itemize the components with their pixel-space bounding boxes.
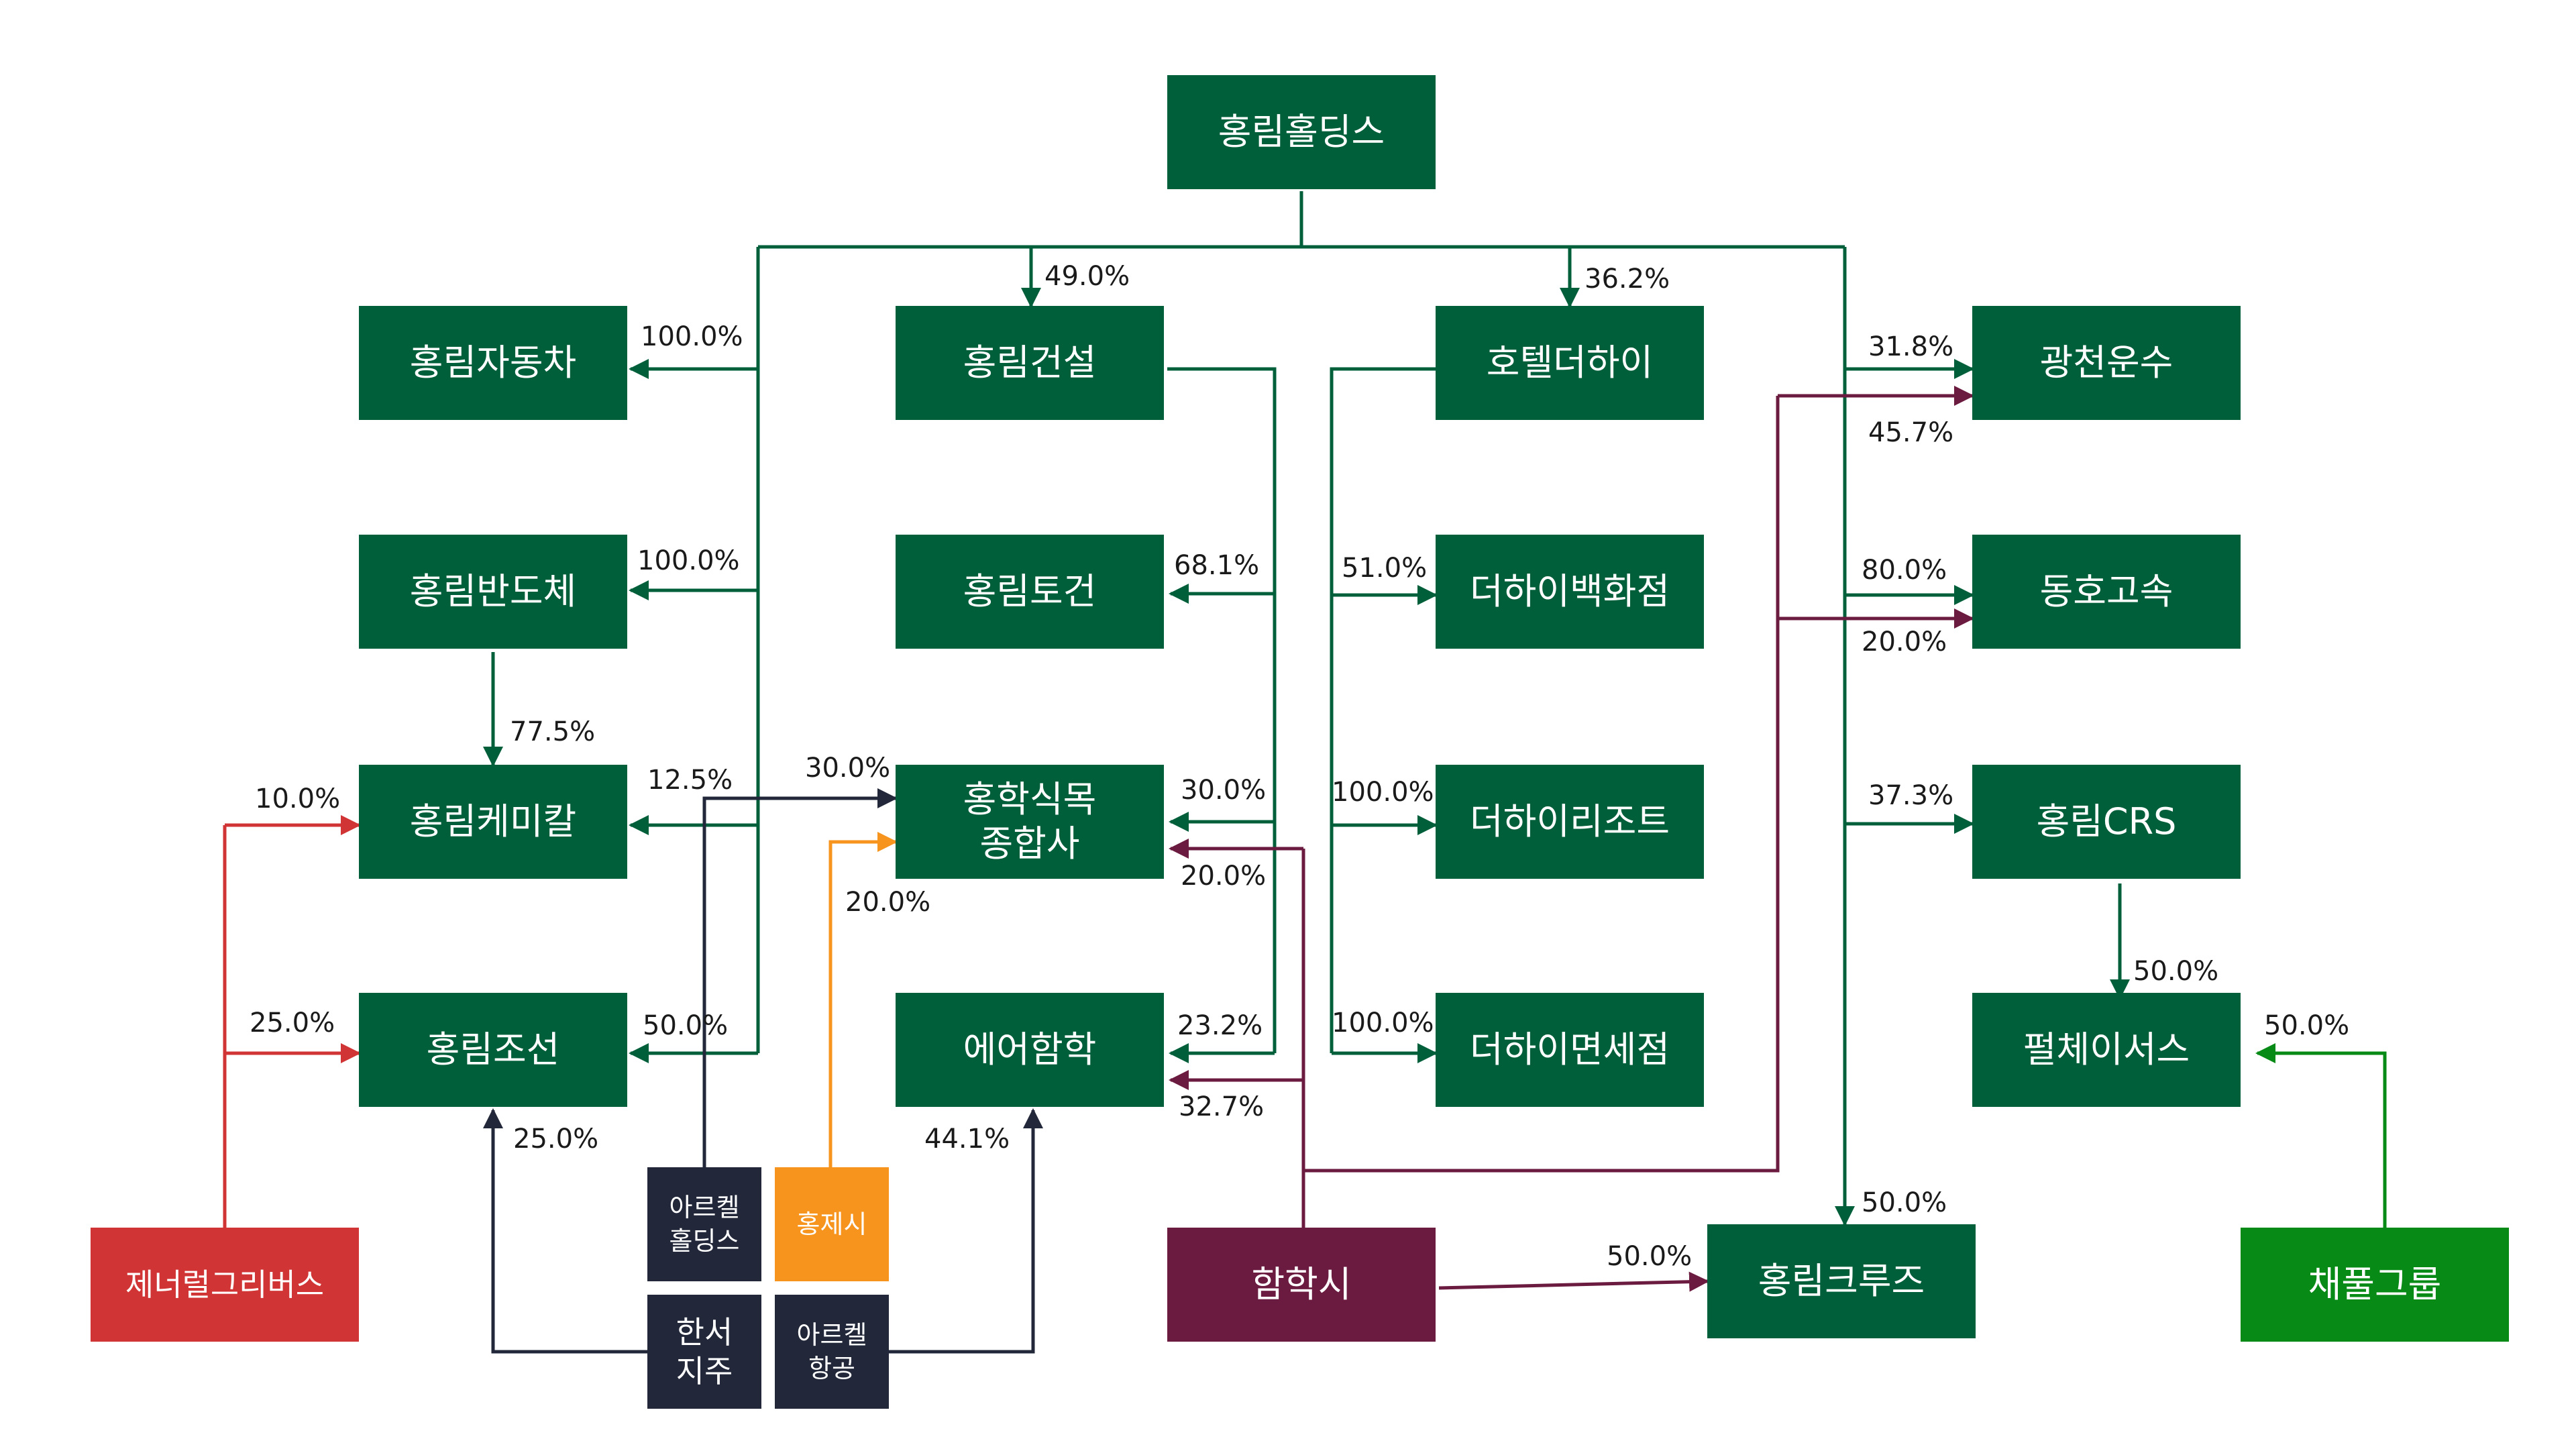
node-gwangcheon[interactable]: 광천운수 <box>1972 306 2241 420</box>
node-hamhak[interactable]: 함학시 <box>1167 1228 1436 1342</box>
node-dutyfree[interactable]: 더하이면세점 <box>1436 993 1704 1107</box>
construct-trunk-line <box>1167 367 1277 1053</box>
edge-arkelair-air <box>885 1108 1043 1354</box>
node-pulche[interactable]: 펄체이서스 <box>1972 993 2241 1107</box>
edge-hamhak-cruise <box>1438 1271 1709 1292</box>
stake-cruise-hamhak: 50.0% <box>1607 1241 1693 1272</box>
edge-hanseo-ship <box>483 1108 647 1354</box>
node-ship[interactable]: 홍림조선 <box>359 993 627 1107</box>
stake-food-from-arkel: 30.0% <box>805 753 891 784</box>
stake-chem-from-semi: 77.5% <box>510 716 596 747</box>
edge-arkelholdings-food <box>702 788 898 1167</box>
node-construct[interactable]: 홍림건설 <box>896 306 1164 420</box>
node-hongje[interactable]: 홍제시 <box>775 1167 889 1281</box>
node-resort[interactable]: 더하이리조트 <box>1436 765 1704 879</box>
hotel-trunk-line <box>1330 367 1439 1053</box>
stake-air-from-arkelair: 44.1% <box>924 1124 1010 1155</box>
stake-gwangcheon-holdings: 31.8% <box>1868 331 1954 362</box>
node-dongho[interactable]: 동호고속 <box>1972 535 2241 649</box>
stake-dutyfree: 100.0% <box>1332 1008 1434 1038</box>
node-foodtrade[interactable]: 홍학식목 종합사 <box>896 765 1164 879</box>
stake-ship-from-hanseo: 25.0% <box>513 1124 599 1155</box>
node-cruise[interactable]: 홍림크루즈 <box>1707 1224 1976 1338</box>
edge-chaepul-pulche <box>2255 1043 2387 1228</box>
stake-construct: 49.0% <box>1044 261 1130 292</box>
stake-pulche-chaepul: 50.0% <box>2264 1010 2350 1041</box>
node-hotel[interactable]: 호텔더하이 <box>1436 306 1704 420</box>
stake-cruise-holdings: 50.0% <box>1862 1187 1947 1218</box>
stake-dept: 51.0% <box>1342 553 1428 584</box>
stake-crs: 37.3% <box>1868 780 1954 811</box>
node-hanseo[interactable]: 한서 지주 <box>647 1295 761 1409</box>
stake-semi: 100.0% <box>637 545 740 576</box>
stake-gwangcheon-hamhak: 45.7% <box>1868 417 1954 448</box>
stake-air-from-hamhak: 32.7% <box>1179 1091 1265 1122</box>
stake-ship-from-general: 25.0% <box>250 1008 335 1038</box>
stake-food-from-hongje: 20.0% <box>845 887 931 918</box>
hamhak-east-line <box>1303 396 1780 1173</box>
node-crs[interactable]: 홍림CRS <box>1972 765 2241 879</box>
stake-resort: 100.0% <box>1332 777 1434 808</box>
stake-hotel: 36.2% <box>1585 264 1670 294</box>
node-dept[interactable]: 더하이백화점 <box>1436 535 1704 649</box>
node-airhh[interactable]: 에어함학 <box>896 993 1164 1107</box>
node-chaepul[interactable]: 채풀그룹 <box>2241 1228 2509 1342</box>
stake-food-from-construct: 30.0% <box>1181 775 1267 806</box>
stake-air-from-construct: 23.2% <box>1177 1010 1263 1041</box>
stake-auto: 100.0% <box>641 321 743 352</box>
node-holdings[interactable]: 홍림홀딩스 <box>1167 75 1436 189</box>
node-auto[interactable]: 홍림자동차 <box>359 306 627 420</box>
stake-dongho-hamhak: 20.0% <box>1862 627 1947 657</box>
stake-chem-from-general: 10.0% <box>255 784 341 814</box>
node-semi[interactable]: 홍림반도체 <box>359 535 627 649</box>
stake-food-from-hamhak: 20.0% <box>1181 861 1267 892</box>
stake-civil: 68.1% <box>1174 550 1260 581</box>
stake-ship-from-holdings: 50.0% <box>643 1010 729 1041</box>
node-arkel-holdings[interactable]: 아르켈 홀딩스 <box>647 1167 761 1281</box>
node-civil[interactable]: 홍림토건 <box>896 535 1164 649</box>
node-chem[interactable]: 홍림케미칼 <box>359 765 627 879</box>
edge-hongje-food <box>828 832 898 1167</box>
stake-dongho-holdings: 80.0% <box>1862 555 1947 586</box>
node-arkel-air[interactable]: 아르켈 항공 <box>775 1295 889 1409</box>
node-general[interactable]: 제너럴그리버스 <box>91 1228 359 1342</box>
stake-pulche-crs: 50.0% <box>2133 956 2219 987</box>
stake-chem-from-holdings: 12.5% <box>647 765 733 796</box>
